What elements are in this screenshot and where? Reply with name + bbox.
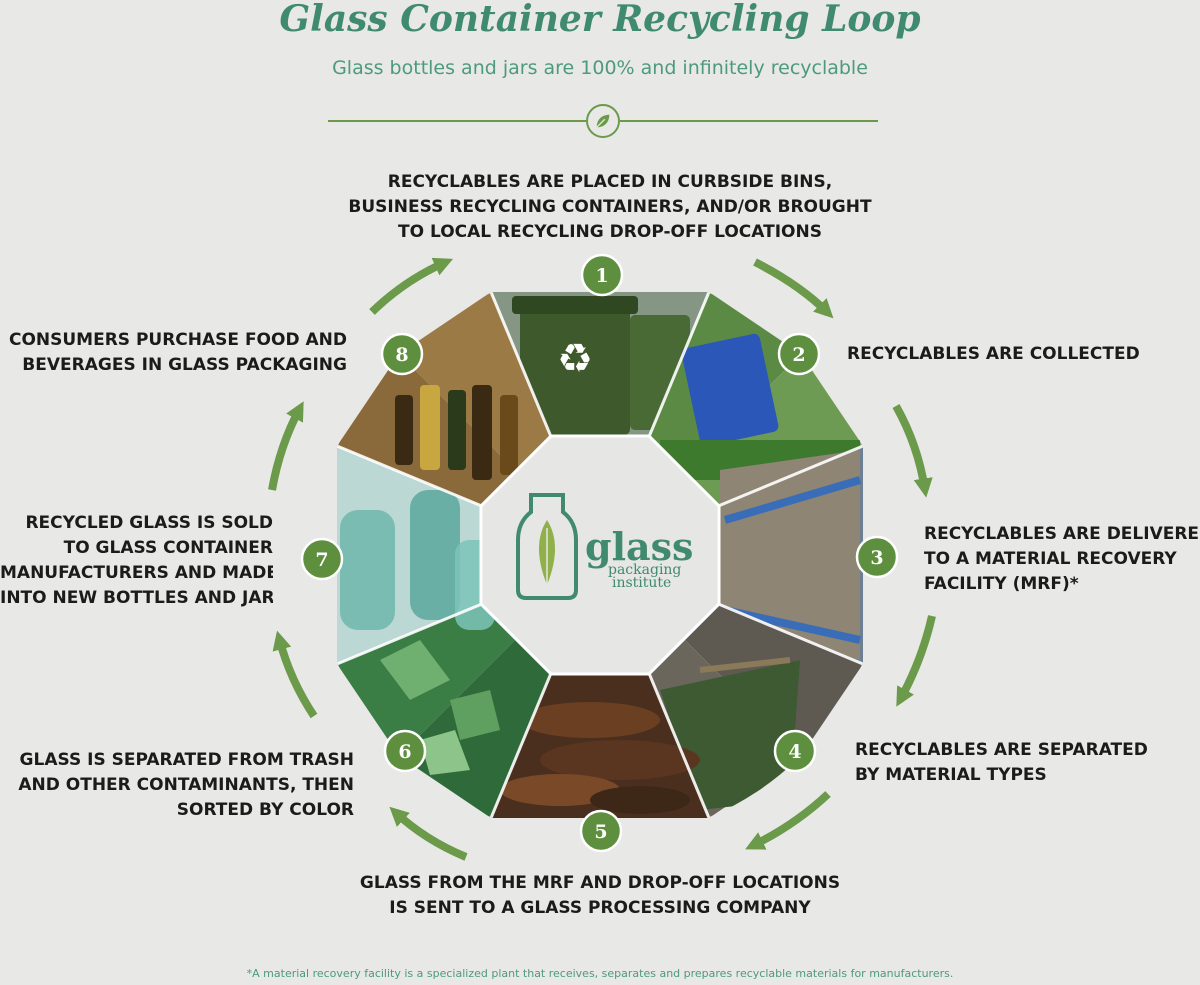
new-glass-bottles-photo [337, 446, 600, 664]
divider-badge [586, 104, 620, 138]
leaf-icon [596, 114, 610, 128]
step-badges: 1 2 3 4 5 6 7 8 [300, 253, 899, 853]
step-1-label: RECYCLABLES ARE PLACED IN CURBSIDE BINS,… [348, 172, 872, 242]
step-5-label: GLASS FROM THE MRF AND DROP-OFF LOCATION… [359, 873, 841, 918]
arrow-2-to-3 [892, 404, 933, 498]
logo-glass-text: glass [585, 524, 693, 569]
arrow-4-to-5 [745, 791, 831, 850]
svg-text:5: 5 [594, 821, 607, 843]
page-title: Glass Container Recycling Loop [279, 0, 921, 40]
arrow-1-to-2 [753, 258, 834, 319]
svg-text:♻: ♻ [557, 336, 593, 382]
arrow-5-to-6 [389, 806, 468, 861]
step-3-label: RECYCLABLES ARE DELIVERED TO A MATERIAL … [924, 524, 1200, 594]
bottle-leaf-icon [516, 493, 578, 600]
loop-arrows [268, 257, 936, 861]
svg-text:8: 8 [395, 344, 408, 366]
step-6-label: GLASS IS SEPARATED FROM TRASH AND OTHER … [18, 750, 354, 820]
svg-text:4: 4 [788, 741, 801, 763]
step-7-label: RECYCLED GLASS IS SOLD TO GLASS CONTAINE… [0, 513, 273, 608]
step-badge: 8 [380, 332, 424, 376]
step-badge: 6 [383, 729, 427, 773]
step-badge: 2 [777, 332, 821, 376]
svg-text:3: 3 [870, 547, 883, 569]
divider-right [620, 120, 878, 122]
arrow-6-to-7 [272, 630, 318, 719]
logo-packaging-text: packaging [608, 562, 681, 578]
step-badge: 7 [300, 537, 344, 581]
step-badge: 5 [579, 809, 623, 853]
step-badge: 3 [855, 535, 899, 579]
curbside-bins-photo: ♻ [491, 292, 709, 555]
divider-left [328, 120, 586, 122]
svg-text:6: 6 [398, 741, 411, 763]
step-badge: 1 [580, 253, 624, 297]
arrow-8-to-1 [369, 257, 454, 315]
svg-text:2: 2 [792, 344, 805, 366]
svg-text:7: 7 [315, 549, 328, 571]
step-4-label: RECYCLABLES ARE SEPARATED BY MATERIAL TY… [855, 740, 1148, 785]
page-subtitle: Glass bottles and jars are 100% and infi… [332, 57, 868, 79]
glass-bottles-pile-photo [491, 555, 709, 818]
logo-institute-text: institute [612, 575, 671, 591]
step-8-label: CONSUMERS PURCHASE FOOD AND BEVERAGES IN… [8, 330, 347, 375]
arrow-3-to-4 [896, 615, 936, 707]
step-2-label: RECYCLABLES ARE COLLECTED [847, 344, 1140, 364]
arrow-7-to-8 [268, 401, 304, 491]
footnote: *A material recovery facility is a speci… [246, 967, 954, 980]
step-badge: 4 [773, 729, 817, 773]
svg-text:1: 1 [595, 265, 608, 287]
